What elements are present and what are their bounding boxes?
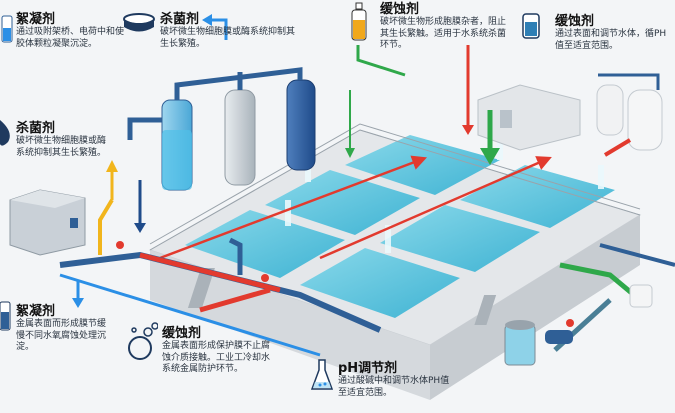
label-biocide-top: 杀菌剂 破坏微生物细胞膜或酶系统抑制其生长繁殖。 — [160, 12, 300, 50]
flask-icon — [311, 359, 333, 390]
label-desc: 破坏微生物细胞膜或酶系统抑制其生长繁殖。 — [16, 136, 107, 158]
label-desc: 金属表面而形成膜节缓慢不同水氧腐蚀处理沉淀。 — [16, 319, 107, 352]
dish-icon — [123, 13, 155, 32]
label-coagulant-left: 絮凝剂 金属表面而形成膜节缓慢不同水氧腐蚀处理沉淀。 — [16, 304, 114, 354]
label-title: 缓蚀剂 — [380, 2, 420, 17]
label-inhibitor-bottom: 缓蚀剂 金属表面形成保护膜不止腐蚀介质接触。工业工冷却水系统金属防护环节。 — [162, 326, 270, 376]
label-desc: 通过酸碱中和调节水体PH值至适宜范围。 — [338, 376, 450, 398]
pump-station — [504, 284, 653, 366]
label-inhibitor-top: 缓蚀剂 破坏微生物形成胞膜杂者，阻止其生长繁触。适用于水系统杀菌环节。 — [380, 2, 508, 52]
label-ph-adjuster: pH调节剂 通过酸碱中和调节水体PH值至适宜范围。 — [338, 361, 450, 399]
pool-4 — [300, 248, 460, 318]
label-title: 杀菌剂 — [160, 12, 200, 27]
filter-towers — [127, 67, 316, 191]
label-desc: 通过表面和调节水体，循PH值至适宜范围。 — [555, 29, 667, 51]
right-facilities — [477, 73, 663, 157]
pool-5 — [380, 205, 540, 272]
bubbles-icon — [128, 322, 158, 360]
basin-complex — [148, 123, 642, 400]
label-title: 缓蚀剂 — [555, 14, 595, 29]
label-title: 絮凝剂 — [16, 12, 56, 27]
drop-icon — [0, 120, 10, 146]
label-title: 缓蚀剂 — [162, 326, 202, 341]
bottle-icon — [351, 2, 367, 41]
label-title: 杀菌剂 — [16, 121, 56, 136]
label-title: 絮凝剂 — [16, 304, 56, 319]
pipes — [59, 237, 675, 352]
label-desc: 破坏微生物形成胞膜杂者，阻止其生长繁触。适用于水系统杀菌环节。 — [380, 17, 507, 50]
label-desc: 通过吸附架桥、电荷中和使胶体颗粒凝聚沉淀。 — [16, 27, 125, 49]
label-desc: 破坏微生物细胞膜或酶系统抑制其生长繁殖。 — [160, 27, 296, 49]
beaker-icon — [522, 13, 540, 39]
bottle-icon — [0, 301, 11, 331]
label-coagulant-top: 絮凝剂 通过吸附架桥、电荷中和使胶体颗粒凝聚沉淀。 — [16, 12, 128, 50]
flow-arrows — [59, 14, 500, 357]
label-desc: 金属表面形成保护膜不止腐蚀介质接触。工业工冷却水系统金属防护环节。 — [162, 341, 271, 374]
label-biocide-left: 杀菌剂 破坏微生物细胞膜或酶系统抑制其生长繁殖。 — [16, 121, 110, 159]
label-inhibitor-topright: 缓蚀剂 通过表面和调节水体，循PH值至适宜范围。 — [555, 14, 673, 52]
pump-house — [9, 189, 86, 256]
pool-1 — [185, 210, 345, 278]
pool-2 — [265, 170, 420, 235]
bottle-icon — [1, 15, 13, 43]
label-title: pH调节剂 — [338, 361, 398, 376]
